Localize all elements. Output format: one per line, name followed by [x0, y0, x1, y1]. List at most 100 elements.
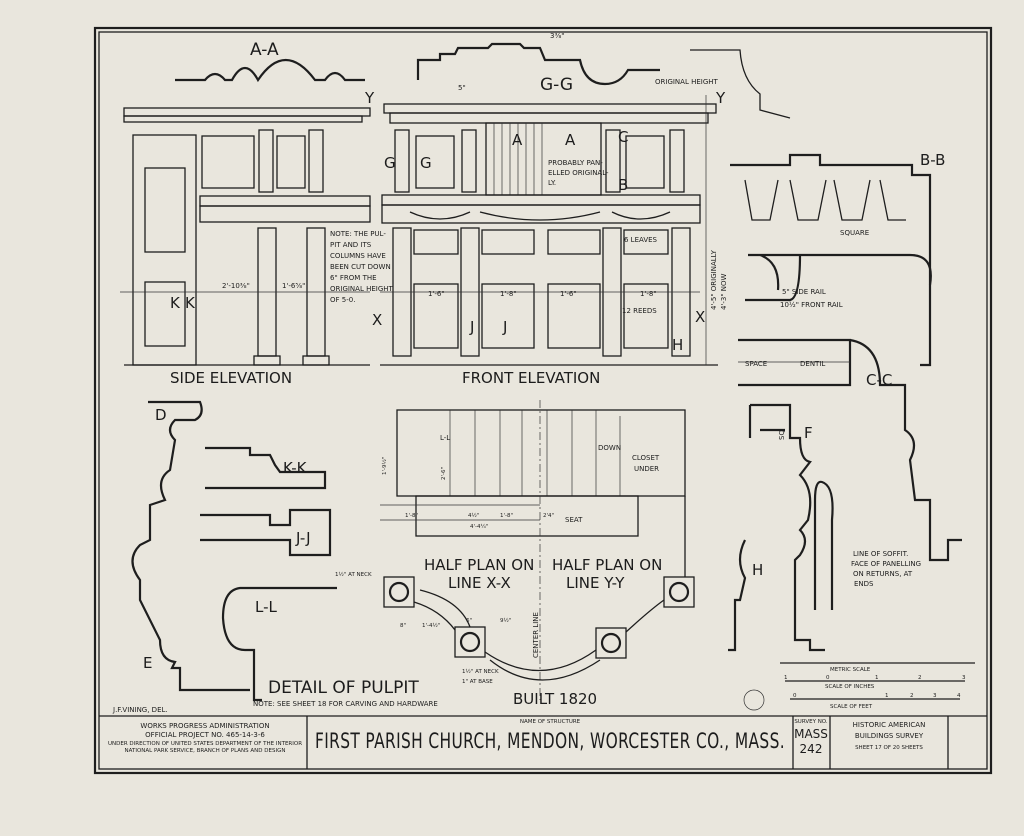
label-aa: A-A — [250, 40, 279, 60]
note-seat: SEAT — [565, 516, 583, 524]
label-j: J — [469, 318, 474, 336]
svg-text:3: 3 — [962, 675, 966, 681]
section-gg-profile — [416, 42, 791, 119]
svg-text:2: 2 — [918, 675, 922, 681]
note-dentil: DENTIL — [800, 360, 825, 368]
label-c: C — [618, 128, 628, 146]
note-center-line: CENTER LINE — [532, 612, 540, 658]
survey-label: SURVEY NO. — [794, 719, 828, 725]
pulpit-plan — [380, 400, 695, 700]
label-j: J — [502, 318, 507, 336]
section-ll-profile — [221, 586, 337, 702]
dim: 2'-6" — [441, 467, 447, 480]
dim: 1'-6" — [560, 290, 577, 298]
graphic-scales — [743, 662, 975, 711]
habs-line: HISTORIC AMERICAN — [853, 721, 926, 729]
note-original-height: ORIGINAL HEIGHT — [655, 78, 719, 86]
feet-scale-label: SCALE OF FEET — [830, 704, 873, 710]
svg-text:NOTE: THE PUL-: NOTE: THE PUL- — [330, 230, 386, 238]
label-f: F — [804, 424, 813, 442]
note-soffit: LINE OF SOFFIT. FACE OF PANELLING ON RET… — [851, 550, 921, 588]
dim: 1'-6⅝" — [282, 282, 305, 290]
dim: 4½" — [468, 512, 479, 519]
note-sq: SQ — [778, 430, 786, 440]
svg-text:PIT AND ITS: PIT AND ITS — [330, 241, 372, 249]
svg-text:0: 0 — [826, 675, 830, 681]
survey-number: MASS — [794, 727, 828, 741]
label-ll-plan: L-L — [440, 434, 450, 442]
inch-scale-label: SCALE OF INCHES — [825, 684, 875, 690]
section-jj-profile — [200, 508, 332, 557]
label-kk: K-K — [283, 459, 308, 477]
dim: 6" — [466, 618, 472, 624]
inner-border — [98, 31, 988, 770]
half-plan-yy-title: HALF PLAN ON — [552, 556, 662, 574]
dim: 9½" — [500, 617, 511, 624]
dim: 4'-5" ORIGINALLY — [710, 249, 718, 310]
structure-name-label: NAME OF STRUCTURE — [520, 719, 581, 725]
delineator: J.F.VINING, DEL. — [112, 706, 168, 714]
svg-text:ON RETURNS, AT: ON RETURNS, AT — [853, 570, 913, 578]
detail-title: DETAIL OF PULPIT — [268, 678, 419, 698]
label-x: X — [695, 308, 705, 326]
svg-text:ENDS: ENDS — [854, 580, 874, 588]
note-reeds: 12 REEDS — [622, 307, 657, 315]
dim: 4'-4¼" — [470, 524, 488, 530]
dim: 1'-8" — [405, 513, 418, 519]
detail-note: NOTE: SEE SHEET 18 FOR CARVING AND HARDW… — [253, 700, 438, 708]
svg-text:1: 1 — [784, 675, 788, 681]
dim: 1'-8" — [640, 290, 657, 298]
labels: A-A G-G 5" 3⅜" ORIGINAL HEIGHT B-B C-C D… — [112, 32, 966, 714]
label-cc: C-C — [866, 371, 892, 389]
sheet-border — [93, 26, 993, 775]
note-at-base: 1" AT BASE — [462, 679, 493, 685]
label-bb: B-B — [920, 151, 945, 169]
note-closet: UNDER — [634, 465, 659, 473]
label-x: X — [372, 311, 382, 329]
note-at-neck: 1½" AT NECK — [462, 668, 499, 675]
label-y: Y — [715, 89, 726, 107]
note-probably: ELLED ORIGINAL- — [548, 169, 609, 177]
label-e: E — [143, 654, 152, 672]
svg-text:BEEN CUT DOWN: BEEN CUT DOWN — [330, 263, 391, 271]
section-kk-profile — [205, 446, 327, 490]
note-down: DOWN — [598, 444, 621, 452]
built-date: BUILT 1820 — [513, 690, 597, 708]
svg-text:2: 2 — [910, 693, 914, 699]
svg-text:COLUMNS HAVE: COLUMNS HAVE — [330, 252, 386, 260]
svg-text:1: 1 — [885, 693, 889, 699]
svg-text:FACE OF PANELLING: FACE OF PANELLING — [851, 560, 921, 568]
stamp-seal — [743, 689, 765, 711]
dim: 5" — [458, 84, 466, 92]
label-y: Y — [364, 89, 375, 107]
dim: 3⅜" — [550, 32, 564, 40]
note-leaves: 6 LEAVES — [624, 236, 658, 244]
title-block: WORKS PROGRESS ADMINISTRATION OFFICIAL P… — [108, 719, 925, 756]
dim: 1'-8" — [500, 290, 517, 298]
label-g: G — [384, 154, 396, 172]
molding-fh — [728, 403, 834, 652]
label-a: A — [565, 131, 576, 149]
dim: 1'-8" — [500, 513, 513, 519]
metric-scale-label: METRIC SCALE — [830, 667, 871, 673]
half-plan-xx-title: HALF PLAN ON — [424, 556, 534, 574]
label-b: B — [618, 176, 628, 194]
wpa-nps: NATIONAL PARK SERVICE, BRANCH OF PLANS A… — [125, 748, 286, 754]
svg-text:0: 0 — [793, 693, 797, 699]
structure-name: FIRST PARISH CHURCH, MENDON, WORCESTER C… — [315, 729, 785, 753]
label-ll: L-L — [255, 598, 278, 616]
front-elevation — [380, 95, 718, 366]
note-side-rail: 5" SIDE RAIL — [782, 288, 826, 296]
note-space: SPACE — [745, 360, 767, 368]
front-elevation-title: FRONT ELEVATION — [462, 369, 600, 387]
wpa-project: OFFICIAL PROJECT NO. 465-14-3-6 — [145, 731, 265, 739]
dim: 1'-6" — [428, 290, 445, 298]
svg-text:OF 5-0.: OF 5-0. — [330, 296, 355, 304]
svg-text:6" FROM THE: 6" FROM THE — [330, 274, 377, 282]
dim: 4'-3" NOW — [720, 273, 728, 310]
dim: 8" — [400, 623, 406, 629]
habs-line: BUILDINGS SURVEY — [855, 732, 924, 740]
note-cut-down: NOTE: THE PUL- PIT AND ITS COLUMNS HAVE … — [330, 230, 394, 304]
dim: 2'4" — [543, 513, 554, 519]
note-probably: PROBABLY PAN- — [548, 159, 603, 167]
